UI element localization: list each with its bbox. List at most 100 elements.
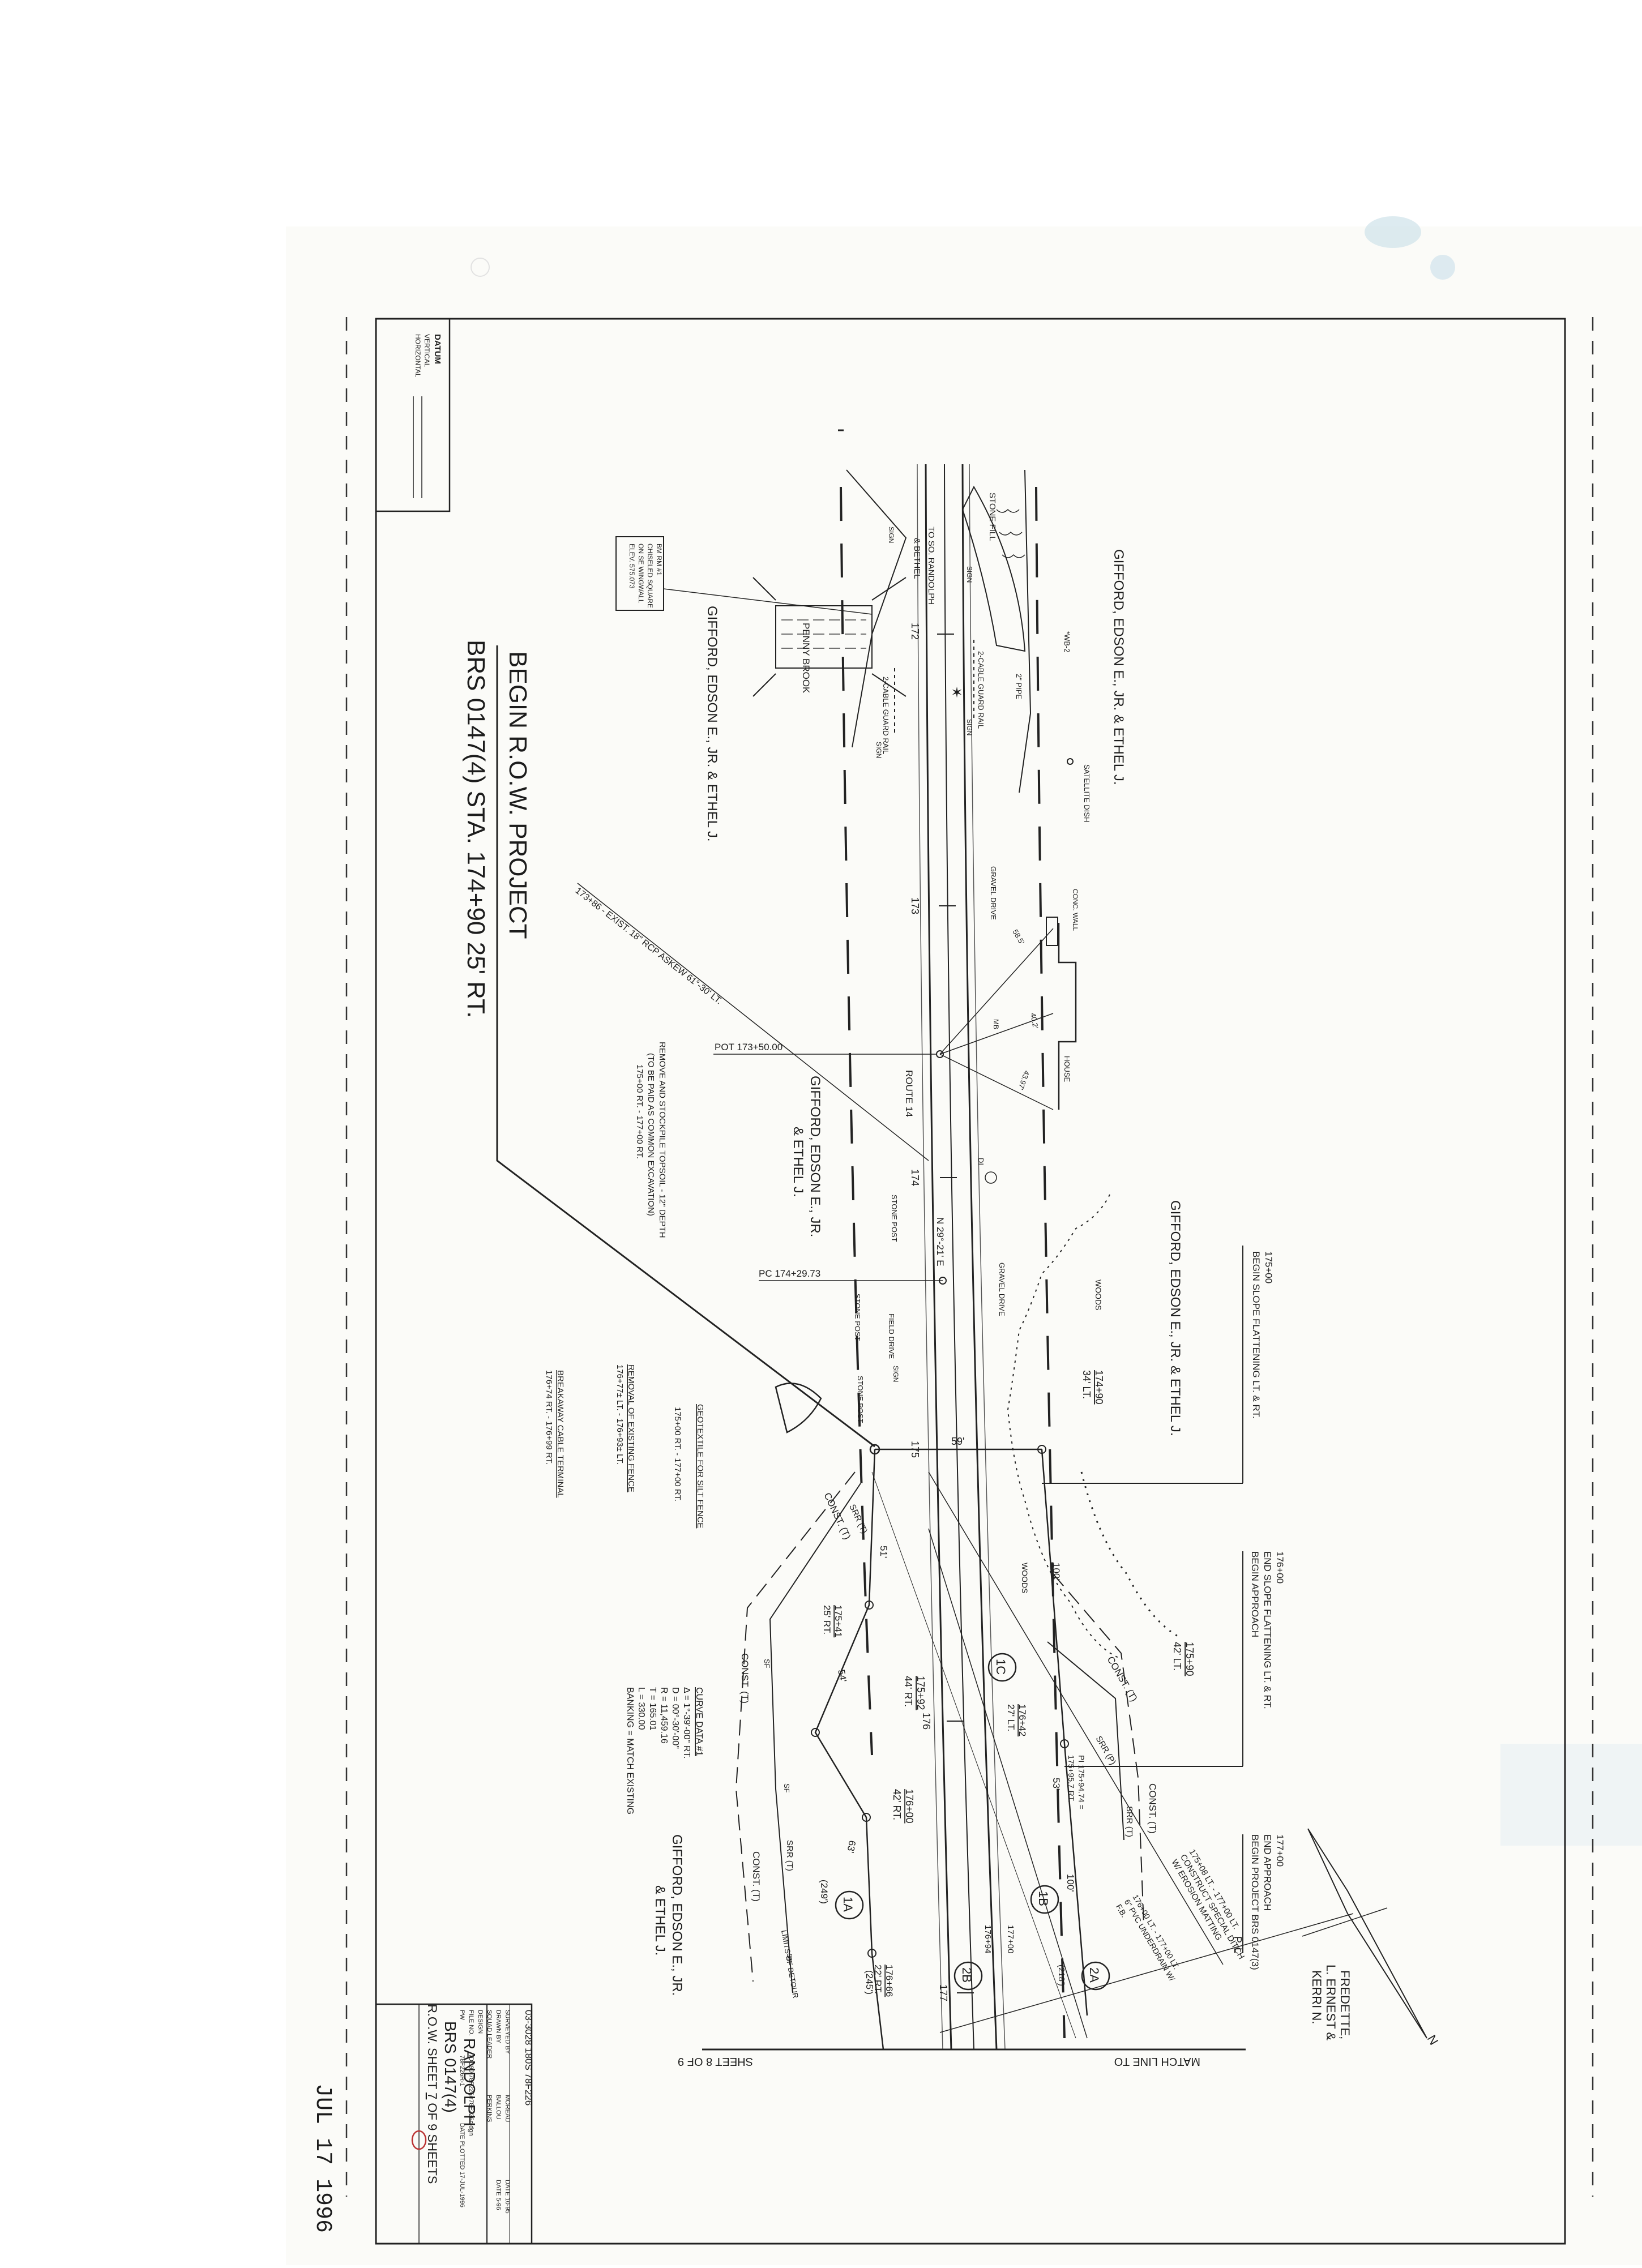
dimension-label: (245') [864, 1970, 875, 1995]
field-drive-label: FIELD DRIVE [887, 1313, 896, 1359]
property-line-label: P [1232, 1936, 1243, 1943]
surveyed-value: MOREAU [504, 2095, 511, 2122]
station-174: 174 [909, 1169, 921, 1186]
topsoil-note: REMOVE AND STOCKPILE TOPSOIL - 12" DEPTH [657, 1042, 667, 1238]
curve-data: CURVE DATA #1 Δ = 1°-39'-00" RT. D = 00°… [625, 1687, 704, 1815]
fredette-property-line [939, 1913, 1354, 2033]
topsoil-note: 175+00 RT. - 177+00 RT. [635, 1064, 644, 1159]
row-offset: 25' RT. [822, 1605, 832, 1634]
date-stamp: JUL 17 1996 [310, 2083, 335, 2233]
parcel-2b: 2B [960, 1967, 974, 1983]
woods-edge [1080, 1471, 1178, 1637]
stone-post-label: STONE POST [856, 1376, 865, 1423]
squad-value: PERKINS [486, 2095, 493, 2122]
parcel-2a: 2A [1087, 1967, 1101, 1983]
sheet-number: R.O.W. SHEET 7 OF 9 SHEETS [425, 2004, 439, 2184]
shoulder-left [969, 464, 1006, 2050]
property-line-label: L [1232, 1948, 1243, 1953]
geotextile-note: GEOTEXTILE FOR SILT FENCE [695, 1404, 705, 1529]
construction-notes: REMOVE AND STOCKPILE TOPSOIL - 12" DEPTH… [544, 1042, 705, 1529]
benchmark-box: BM RM #1 CHISELED SQUARE ON SE WINGWALL … [615, 536, 873, 615]
penny-brook-label: PENNY BROOK [801, 623, 811, 694]
silt-fence-label: SF [782, 1783, 791, 1793]
slope-175-station: 175+00 [1263, 1251, 1274, 1283]
row-station: 175+90 [1184, 1642, 1195, 1676]
guard-rail-left-label: 2-CABLE GUARD RAIL [977, 651, 985, 729]
silt-fence-label: SF [785, 1953, 794, 1963]
owner-label: GIFFORD, EDSON E., JR. [807, 1076, 823, 1237]
house-label: HOUSE [1063, 1056, 1071, 1082]
curve-title: CURVE DATA #1 [694, 1687, 704, 1756]
row-station: 176+66 [884, 1965, 895, 1997]
stone-post-label: STONE POST [890, 1195, 899, 1242]
slope-175-note: BEGIN SLOPE FLATTENING LT. & RT. [1251, 1251, 1262, 1419]
pot-label: POT 173+50.00 [715, 1042, 782, 1052]
owner-label: & ETHEL J. [652, 1885, 668, 1955]
approach-177-note: END APPROACH [1262, 1834, 1273, 1911]
sign-label: SIGN [965, 719, 973, 735]
woods-label: WOODS [1020, 1563, 1029, 1593]
guard-rails: 2-CABLE GUARD RAIL 2-CABLE GUARD RAIL SI… [875, 527, 1071, 758]
file-number: 78F226R-1 [459, 2055, 465, 2086]
fence-note: 176+77± LT. - 176+93± LT. [615, 1364, 625, 1465]
dimension-label: 51' [878, 1546, 889, 1558]
begin-project-line2: BRS 0147(4) STA. 174+90 25' RT. [462, 640, 490, 1018]
parcel-1c: 1C [994, 1659, 1008, 1675]
squad-label: SQUAD LEADER [486, 2010, 493, 2059]
scan-spot [1500, 1744, 1642, 1846]
parcel-markers: 1C 1A 1B 2A 2B [835, 1653, 1110, 1991]
scan-spot [1365, 216, 1421, 248]
datum-title: DATUM [433, 334, 442, 364]
owner-label: GIFFORD, EDSON E., JR. & ETHEL J. [704, 606, 720, 842]
row-offset: 44' RT. [903, 1676, 914, 1707]
slope-notes: 175+00 BEGIN SLOPE FLATTENING LT. & RT. … [1042, 1246, 1285, 1970]
curve-r: R = 11,459.16 [659, 1687, 669, 1744]
property-line [1019, 469, 1032, 793]
row-station: 176+94 [983, 1925, 993, 1953]
const-label: SRR (T) [1124, 1806, 1134, 1837]
sheet-8-label: SHEET 8 OF 9 [678, 2055, 753, 2068]
benchmark-line: ELEV. 575.073 [628, 544, 636, 589]
owner-label: L. ERNEST & [1324, 1965, 1338, 2040]
drawn-label: DRAWN BY [495, 2010, 502, 2044]
station-173: 173 [909, 897, 921, 914]
owner-label: & ETHEL J. [790, 1127, 806, 1197]
property-line [846, 469, 907, 748]
benchmark-line: BM RM #1 [655, 544, 663, 576]
penny-brook: PENNY BROOK [752, 577, 906, 697]
gravel-drive-label: GRAVEL DRIVE [998, 1263, 1006, 1316]
wb2-label: *WB-2 [1063, 631, 1071, 653]
row-station: 175+41 [833, 1605, 844, 1637]
row-station: 176+42 [1017, 1704, 1028, 1736]
dimension-label: (218') [1057, 1965, 1066, 1986]
stone-fill-label: STONE FILL [987, 493, 997, 541]
drawn-date: DATE 5-96 [495, 2180, 502, 2210]
begin-project-line1: BEGIN R.O.W. PROJECT [504, 651, 532, 939]
mid-features: STONE POST STONE POST STONE POST FIELD D… [853, 1158, 1103, 1593]
row-station: 177+00 [1006, 1925, 1015, 1953]
plotted-date: DATE PLOTTED 17-JUL-1996 [459, 2123, 465, 2207]
parcel-1b: 1B [1036, 1891, 1050, 1906]
drawn-value: BALLOU [495, 2095, 502, 2119]
di-label: DI [977, 1158, 985, 1165]
datum-vertical: VERTICAL [423, 334, 431, 367]
file-name: /DC90/78F226/r78F226c.dgn [468, 2055, 474, 2136]
curve-d: D = 00°-30'-00" [670, 1687, 680, 1749]
stamp-date: JUL 17 1996 [310, 2083, 335, 2233]
project-number: BRS 0147(4) [442, 2021, 459, 2113]
guard-rail-right-label: 2-CABLE GUARD RAIL [882, 677, 890, 754]
station-172: 172 [909, 623, 921, 640]
paper-sheet [286, 226, 1642, 2265]
sheet-circle [411, 2130, 427, 2150]
const-label: CONST. (T) [1147, 1783, 1158, 1834]
dimension-label: 40.2' [1029, 1012, 1040, 1029]
owner-label: GIFFORD, EDSON E., JR. & ETHEL J. [1111, 549, 1126, 785]
proposed-row: 59' 51' 54' 100' 100' 53' 63' (249') (24… [811, 1436, 1088, 2050]
surveyed-date: DATE 10-95 [504, 2180, 511, 2214]
gravel-drive-label: GRAVEL DRIVE [989, 866, 998, 920]
cable-terminal-note: 176+74 RT. - 176+99 RT. [544, 1370, 554, 1465]
row-offset: 42' LT. [1171, 1642, 1183, 1671]
owner-label: FREDETTE, [1338, 1970, 1352, 2039]
sign-label: SIGN [875, 742, 883, 758]
owner-label: KERRI N. [1310, 1970, 1324, 2024]
